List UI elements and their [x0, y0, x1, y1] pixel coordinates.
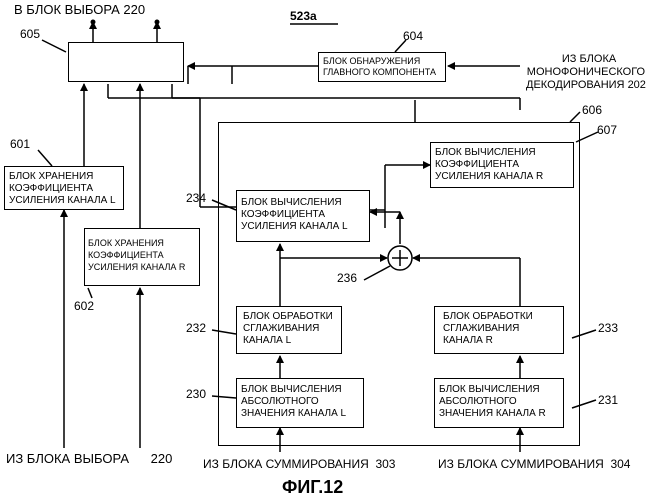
block-602: БЛОК ХРАНЕНИЯ КОЭФФИЦИЕНТА УСИЛЕНИЯ КАНА…	[84, 228, 200, 286]
input-sum1: ИЗ БЛОКА СУММИРОВАНИЯ 303	[203, 458, 395, 470]
ref-232: 232	[186, 322, 206, 334]
block-231: БЛОК ВЫЧИСЛЕНИЯ АБСОЛЮТНОГО ЗНАЧЕНИЯ КАН…	[434, 378, 564, 428]
block-607-label: БЛОК ВЫЧИСЛЕНИЯ КОЭФФИЦИЕНТА УСИЛЕНИЯ КА…	[435, 147, 543, 183]
diagram-id: 523a	[290, 10, 317, 22]
top-label: В БЛОК ВЫБОРА 220	[14, 3, 145, 16]
input-select-text: ИЗ БЛОКА ВЫБОРА	[6, 451, 129, 466]
ref-607: 607	[597, 124, 617, 136]
switch-605	[68, 42, 184, 82]
ref-602: 602	[74, 300, 94, 312]
block-607: БЛОК ВЫЧИСЛЕНИЯ КОЭФФИЦИЕНТА УСИЛЕНИЯ КА…	[430, 142, 574, 188]
block-232: БЛОК ОБРАБОТКИ СГЛАЖИВАНИЯ КАНАЛА L	[236, 306, 342, 354]
input-sum1-num: 303	[375, 457, 395, 471]
input-mono-num: 202	[628, 79, 646, 91]
input-sum2-num: 304	[610, 457, 630, 471]
block-233-label: БЛОК ОБРАБОТКИ СГЛАЖИВАНИЯ КАНАЛА R	[443, 311, 533, 347]
ref-236: 236	[337, 272, 357, 284]
figure-caption: ФИГ.12	[282, 478, 343, 496]
top-label-text: В БЛОК ВЫБОРА	[14, 2, 120, 17]
ref-601: 601	[10, 138, 30, 150]
block-230: БЛОК ВЫЧИСЛЕНИЯ АБСОЛЮТНОГО ЗНАЧЕНИЯ КАН…	[236, 378, 364, 428]
block-601-label: БЛОК ХРАНЕНИЯ КОЭФФИЦИЕНТА УСИЛЕНИЯ КАНА…	[9, 171, 116, 207]
block-604-label: БЛОК ОБНАРУЖЕНИЯ ГЛАВНОГО КОМПОНЕНТА	[323, 56, 436, 78]
input-sum1-text: ИЗ БЛОКА СУММИРОВАНИЯ	[203, 457, 369, 471]
ref-605: 605	[20, 28, 40, 40]
top-label-num: 220	[123, 2, 145, 17]
input-mono: ИЗ БЛОКА МОНОФОНИЧЕСКОГО ДЕКОДИРОВАНИЯ 2…	[526, 40, 646, 92]
ref-230: 230	[186, 388, 206, 400]
block-601: БЛОК ХРАНЕНИЯ КОЭФФИЦИЕНТА УСИЛЕНИЯ КАНА…	[4, 166, 124, 210]
block-234: БЛОК ВЫЧИСЛЕНИЯ КОЭФФИЦИЕНТА УСИЛЕНИЯ КА…	[236, 190, 370, 242]
ref-604: 604	[403, 30, 423, 42]
ref-606: 606	[582, 104, 602, 116]
block-234-label: БЛОК ВЫЧИСЛЕНИЯ КОЭФФИЦИЕНТА УСИЛЕНИЯ КА…	[241, 197, 348, 233]
input-sum2-text: ИЗ БЛОКА СУММИРОВАНИЯ	[438, 457, 604, 471]
block-602-label: БЛОК ХРАНЕНИЯ КОЭФФИЦИЕНТА УСИЛЕНИЯ КАНА…	[88, 237, 185, 273]
ref-233: 233	[598, 322, 618, 334]
input-sum2: ИЗ БЛОКА СУММИРОВАНИЯ 304	[438, 458, 630, 470]
block-231-label: БЛОК ВЫЧИСЛЕНИЯ АБСОЛЮТНОГО ЗНАЧЕНИЯ КАН…	[439, 384, 546, 420]
ref-231: 231	[598, 394, 618, 406]
block-233: БЛОК ОБРАБОТКИ СГЛАЖИВАНИЯ КАНАЛА R	[434, 306, 564, 354]
ref-234: 234	[186, 192, 206, 204]
block-604: БЛОК ОБНАРУЖЕНИЯ ГЛАВНОГО КОМПОНЕНТА	[318, 52, 446, 82]
block-232-label: БЛОК ОБРАБОТКИ СГЛАЖИВАНИЯ КАНАЛА L	[243, 311, 333, 347]
input-select-num: 220	[151, 451, 173, 466]
block-230-label: БЛОК ВЫЧИСЛЕНИЯ АБСОЛЮТНОГО ЗНАЧЕНИЯ КАН…	[241, 384, 346, 420]
input-select: ИЗ БЛОКА ВЫБОРА 220	[6, 452, 172, 465]
